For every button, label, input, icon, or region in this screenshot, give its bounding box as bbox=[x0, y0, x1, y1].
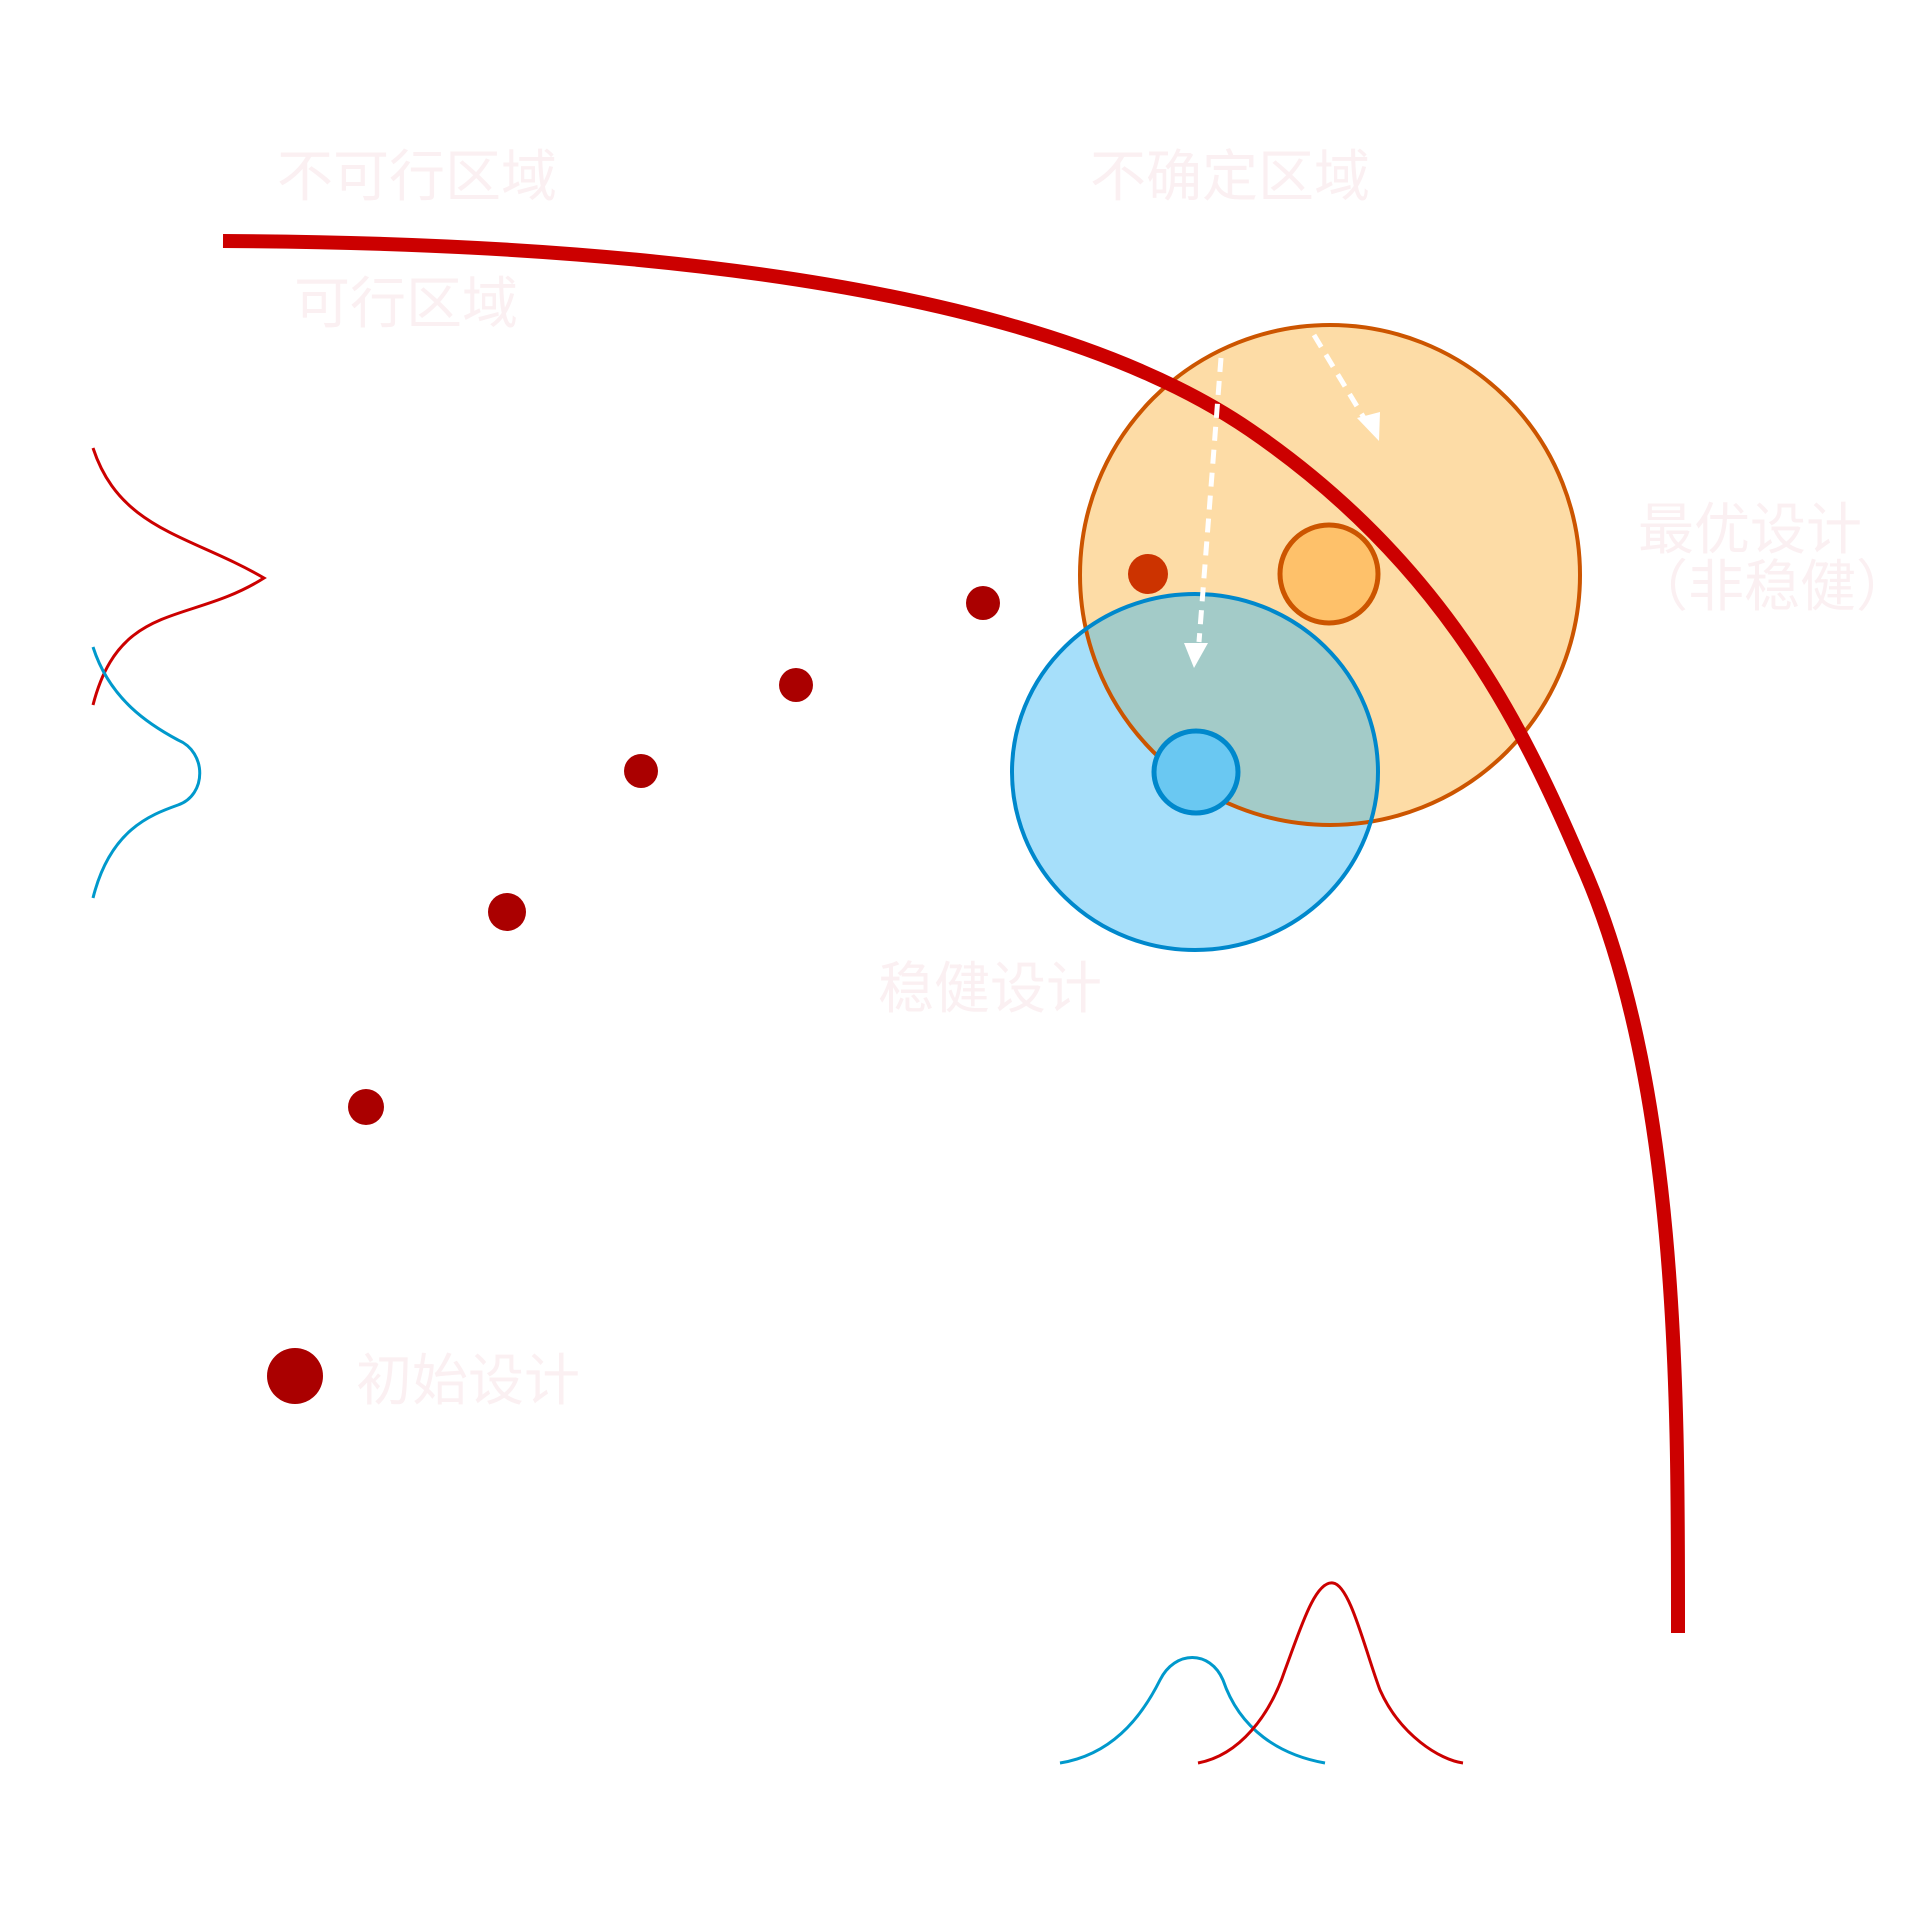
bottom-distributions bbox=[1059, 1581, 1464, 1765]
design-point-optimal-nominal bbox=[1128, 554, 1168, 594]
robust-uncertainty-outline bbox=[1010, 592, 1380, 952]
design-point bbox=[488, 893, 526, 931]
design-point bbox=[966, 586, 1000, 620]
label-optimal-design: 最优设计 bbox=[1638, 498, 1862, 563]
label-optimal-design-nonrobust: （非稳健） bbox=[1632, 555, 1912, 620]
design-point bbox=[348, 1089, 384, 1125]
label-infeasible-region: 不可行区域 bbox=[277, 145, 557, 210]
arrow-head-icon bbox=[1357, 412, 1380, 441]
optimal-design-point bbox=[1277, 522, 1381, 626]
bottom-distribution-red bbox=[1197, 1581, 1464, 1765]
optimal-uncertainty-outline bbox=[1078, 323, 1582, 827]
design-point bbox=[267, 1348, 323, 1404]
robust-design-point bbox=[1151, 728, 1241, 816]
label-robust-design: 稳健设计 bbox=[878, 957, 1102, 1022]
label-uncertain-region: 不确定区域 bbox=[1090, 145, 1370, 210]
design-path-points bbox=[267, 554, 1168, 1404]
left-distribution-red bbox=[91, 447, 267, 706]
design-point bbox=[624, 754, 658, 788]
feasibility-boundary bbox=[222, 234, 1686, 1634]
left-distributions bbox=[91, 447, 267, 899]
label-feasible-region: 可行区域 bbox=[294, 272, 518, 337]
design-point bbox=[779, 668, 813, 702]
shift-arrow-robust bbox=[1196, 357, 1224, 643]
left-distribution-blue bbox=[91, 646, 202, 899]
shift-arrows bbox=[1184, 333, 1380, 668]
arrow-head-icon bbox=[1184, 643, 1208, 668]
shift-arrow-optimal bbox=[1311, 333, 1367, 420]
bottom-distribution-blue bbox=[1059, 1656, 1326, 1765]
label-initial-design: 初始设计 bbox=[356, 1349, 580, 1414]
